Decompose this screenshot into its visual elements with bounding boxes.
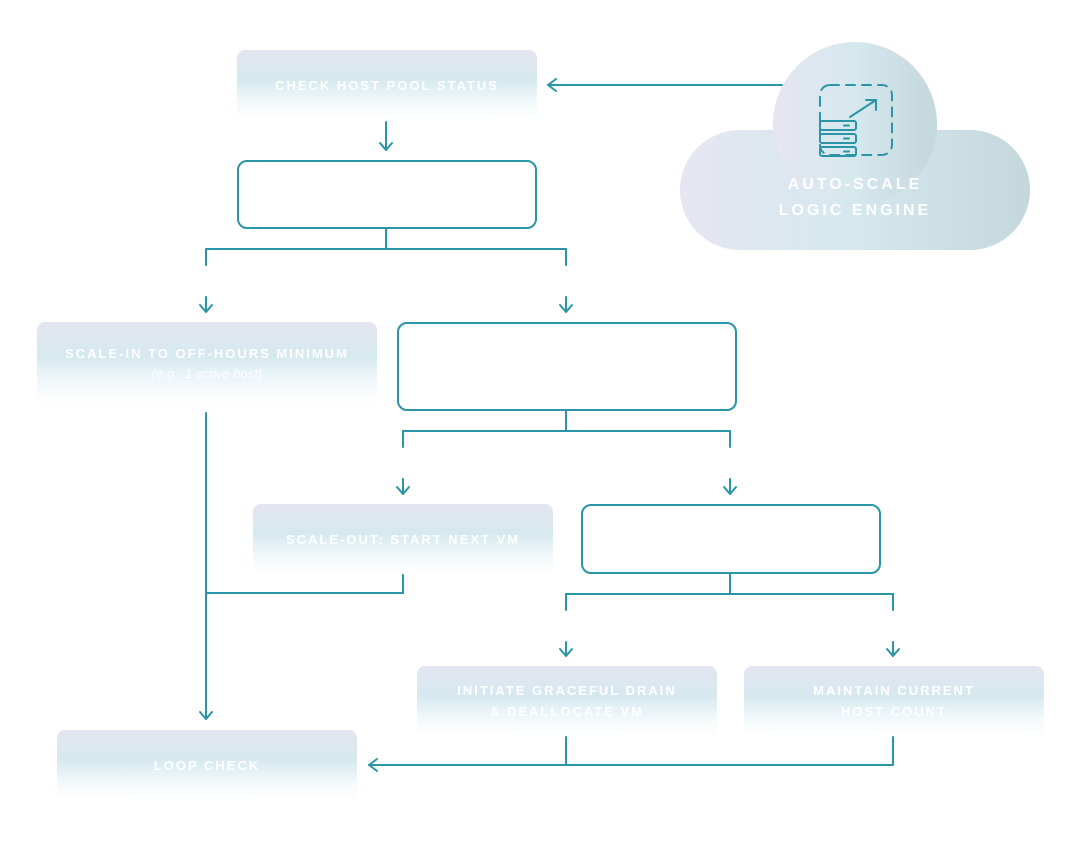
- scale-out-node: SCALE-OUT: START NEXT VM: [253, 504, 553, 574]
- check-host-pool-label: CHECK HOST POOL STATUS: [275, 77, 499, 93]
- cloud-title: AUTO-SCALE LOGIC ENGINE: [680, 172, 1030, 224]
- drain-label-line1: INITIATE GRACEFUL DRAIN: [457, 683, 677, 698]
- scale-in-label: SCALE-IN TO OFF-HOURS MINIMUM: [65, 345, 349, 361]
- cloud-title-line2: LOGIC ENGINE: [778, 202, 932, 219]
- connector-lines: [199, 78, 900, 772]
- drain-label-line2: & DEALLOCATE VM: [490, 704, 644, 719]
- maintain-label-line1: MAINTAIN CURRENT: [813, 683, 975, 698]
- check-host-pool-node: CHECK HOST POOL STATUS: [237, 50, 537, 120]
- loop-check-label: LOOP CHECK: [153, 757, 261, 773]
- scale-in-node: SCALE-IN TO OFF-HOURS MINIMUM (e.g., 1 a…: [37, 322, 377, 404]
- decision-node-3: [581, 504, 881, 574]
- maintain-label-line2: HOST COUNT: [841, 704, 947, 719]
- decision-node-2: [397, 322, 737, 411]
- loop-check-node: LOOP CHECK: [57, 730, 357, 800]
- maintain-node: MAINTAIN CURRENT HOST COUNT: [744, 666, 1044, 736]
- drain-node: INITIATE GRACEFUL DRAIN & DEALLOCATE VM: [417, 666, 717, 736]
- cloud-title-line1: AUTO-SCALE: [787, 176, 923, 193]
- scale-in-sublabel: (e.g., 1 active host): [151, 365, 263, 381]
- server-scale-up-icon: [819, 84, 893, 157]
- scale-out-label: SCALE-OUT: START NEXT VM: [285, 531, 521, 547]
- decision-node-1: [237, 160, 537, 229]
